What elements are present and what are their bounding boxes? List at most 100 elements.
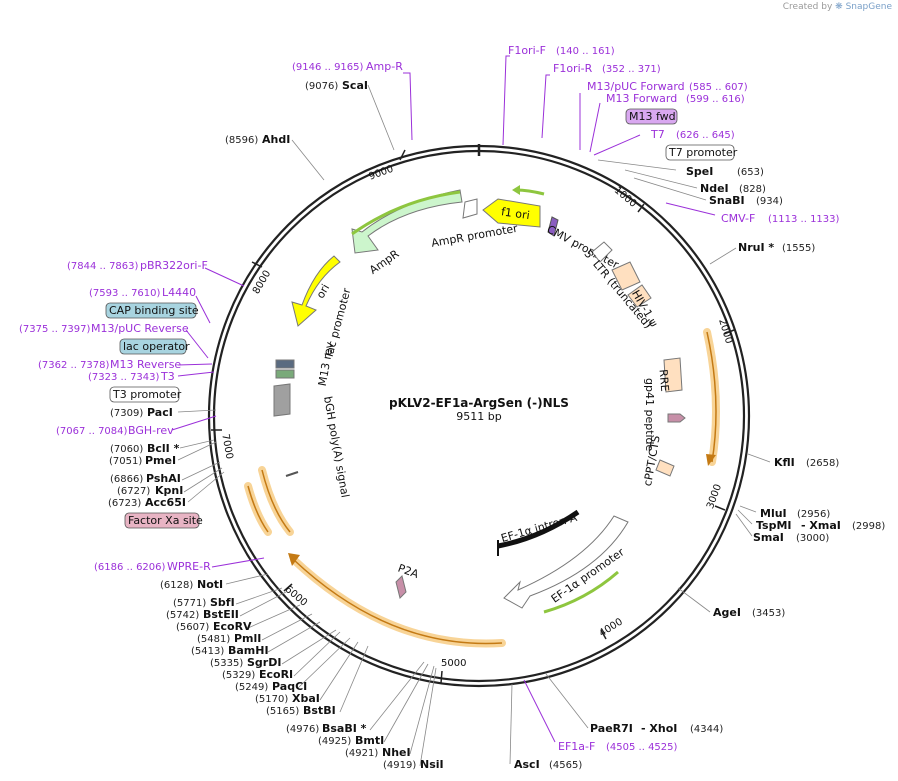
site-tspmi: TspMI <box>756 519 792 532</box>
primer-m13-rev-pos: (7362 .. 7378) <box>38 360 110 371</box>
f1-ori-arrow <box>482 198 541 228</box>
site-asci-pos: (4565) <box>549 760 582 771</box>
rre-label: RRE <box>656 369 671 392</box>
site-bsteii: BstEII <box>203 608 239 621</box>
primer-bgh: BGH-rev <box>128 424 174 437</box>
label-m13-fwd: M13 fwd <box>629 110 676 123</box>
orf-arc-head <box>288 553 300 566</box>
left-sites: (9076) ScaI (8596) AhdI (7309) PacI (706… <box>108 79 444 771</box>
f1-ori-primer-head <box>512 185 520 195</box>
site-acc65i: Acc65I <box>145 496 186 509</box>
primer-pbr322: pBR322ori-F <box>140 259 208 272</box>
rre-box <box>663 357 683 393</box>
site-sbfi-pos: (5771) <box>173 598 206 609</box>
primer-ampr-pos: (9146 .. 9165) <box>292 62 364 73</box>
site-paqci-pos: (5249) <box>235 682 268 693</box>
tick-3000: 3000 <box>705 483 724 511</box>
primer-m13puc-fwd: M13/pUC Forward <box>587 80 685 93</box>
site-xbai: XbaI <box>292 692 320 705</box>
site-paqci: PaqCI <box>272 680 307 693</box>
site-sbfi: SbfI <box>210 596 235 609</box>
site-nrui-pos: (1555) <box>782 243 815 254</box>
ef1a-intron-label: EF-1α intron A <box>500 511 579 545</box>
primer-t7-pos: (626 .. 645) <box>676 130 735 141</box>
p2a-arrow <box>395 575 407 599</box>
ampr-promoter-arrow <box>462 198 478 219</box>
primer-wpre-pos: (6186 .. 6206) <box>94 562 166 573</box>
label-cap-binding: CAP binding site <box>109 304 199 317</box>
label-lac-operator: lac operator <box>123 340 190 353</box>
right-orf-arc <box>706 331 717 463</box>
ltr-small-arrow <box>591 241 613 263</box>
ef1a-intron-arc <box>497 509 580 549</box>
boxed-labels: M13 fwd T7 promoter CAP binding site lac… <box>105 108 738 529</box>
cppt-box <box>655 459 675 477</box>
m13-rev-box <box>275 369 295 379</box>
site-kpni-pos: (6727) <box>117 486 150 497</box>
site-spei-pos: (653) <box>737 167 764 178</box>
gp41-arrow <box>667 413 686 423</box>
site-ecorv: EcoRV <box>213 620 252 633</box>
primer-wpre: WPRE-R <box>167 560 211 573</box>
site-bcli-pos: (7060) <box>110 444 143 455</box>
site-nhei-pos: (4921) <box>345 748 378 759</box>
lac-promoter-box <box>275 359 295 369</box>
site-noti: NotI <box>197 578 223 591</box>
site-kfli-pos: (2658) <box>806 458 839 469</box>
site-sgrdi-pos: (5335) <box>210 658 243 669</box>
primer-l4440-pos: (7593 .. 7610) <box>89 288 161 299</box>
site-scai-pos: (9076) <box>305 81 338 92</box>
site-paci-pos: (7309) <box>110 408 143 419</box>
primer-t3-pos: (7323 .. 7343) <box>88 372 160 383</box>
site-bmti-pos: (4925) <box>318 736 351 747</box>
primer-labels: (9146 .. 9165) Amp-R F1ori-F (140 .. 161… <box>19 44 840 753</box>
ltr-box <box>611 261 641 291</box>
primer-m13-fwd-pos: (599 .. 616) <box>686 94 745 105</box>
site-snabi-pos: (934) <box>756 196 783 207</box>
tick-7000: 7000 <box>219 433 234 460</box>
primer-t3: T3 <box>160 370 175 383</box>
plasmid-name: pKLV2-EF1a-ArgSen (-)NLS <box>389 396 569 410</box>
tick-4000: 4000 <box>597 616 624 639</box>
site-smai-pos: (3000) <box>796 533 829 544</box>
primer-connectors <box>171 55 716 743</box>
label-t3-promoter: T3 promoter <box>112 388 182 401</box>
site-spei: SpeI <box>686 165 713 178</box>
bgh-polya-box <box>273 383 291 417</box>
site-ndei-pos: (828) <box>739 184 766 195</box>
site-scai: ScaI <box>342 79 368 92</box>
site-connectors <box>177 84 771 767</box>
primer-cmv-f-pos: (1113 .. 1133) <box>768 214 840 225</box>
site-ndei: NdeI <box>700 182 729 195</box>
site-pshai-pos: (6866) <box>110 474 143 485</box>
site-ecori-pos: (5329) <box>222 670 255 681</box>
primer-m13puc-fwd-pos: (585 .. 607) <box>689 82 748 93</box>
site-ahdi-pos: (8596) <box>225 135 258 146</box>
bgh-marker <box>285 471 299 477</box>
primer-f1ori-f-pos: (140 .. 161) <box>556 46 615 57</box>
site-pmei: PmeI <box>145 454 176 467</box>
plasmid-length: 9511 bp <box>456 410 501 423</box>
primer-l4440: L4440 <box>162 286 196 299</box>
site-bamhi: BamHI <box>228 644 269 657</box>
label-t7-promoter: T7 promoter <box>668 146 738 159</box>
site-bstbi-pos: (5165) <box>266 706 299 717</box>
ori-label: ori <box>314 282 332 301</box>
snapgene-logo-icon: ❋ <box>835 2 843 12</box>
f1-ori-primer-arc <box>515 188 545 196</box>
site-mlui-pos: (2956) <box>797 509 830 520</box>
primer-m13-rev: M13 Reverse <box>110 358 181 371</box>
right-sites: SpeI (653) NdeI (828) SnaBI (934) NruI *… <box>514 165 885 771</box>
cmv-promoter-arrow <box>547 216 559 237</box>
site-snabi: SnaBI <box>709 194 745 207</box>
ampr-primer-arc <box>351 190 461 236</box>
site-nsii-pos: (4919) <box>383 760 416 771</box>
site-pmli-pos: (5481) <box>197 634 230 645</box>
primer-pbr322-pos: (7844 .. 7863) <box>67 261 139 272</box>
site-xhoi: - XhoI <box>641 722 677 735</box>
site-bamhi-pos: (5413) <box>191 646 224 657</box>
primer-f1ori-f: F1ori-F <box>508 44 546 57</box>
primer-cmv-f: CMV-F <box>721 212 755 225</box>
site-paci: PacI <box>147 406 173 419</box>
